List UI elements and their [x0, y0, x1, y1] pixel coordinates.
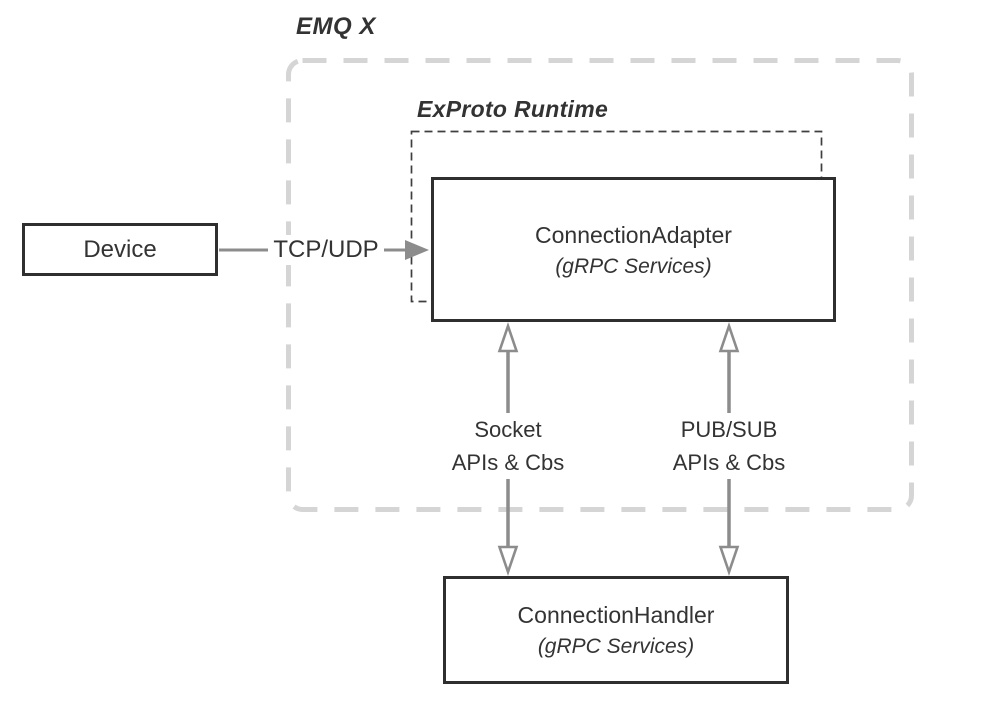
- pubsub-edge-label: PUB/SUB APIs & Cbs: [657, 413, 801, 479]
- connection-handler-label: ConnectionHandler: [517, 602, 715, 628]
- connection-handler-sublabel: (gRPC Services): [537, 635, 695, 658]
- pubsub-edge-label-line1: PUB/SUB: [680, 417, 778, 442]
- connection-handler-node: ConnectionHandler (gRPC Services): [443, 576, 789, 684]
- emqx-title: EMQ X: [296, 13, 376, 40]
- socket-edge-label-line1: Socket: [474, 417, 542, 442]
- emqx-dashed-container: [286, 58, 914, 512]
- connection-adapter-sublabel: (gRPC Services): [555, 254, 712, 278]
- device-node: Device: [22, 223, 218, 276]
- pubsub-edge-label-line2: APIs & Cbs: [672, 450, 786, 475]
- tcp-udp-edge-label: TCP/UDP: [268, 235, 384, 265]
- device-node-label: Device: [83, 235, 157, 263]
- connection-adapter-node: ConnectionAdapter (gRPC Services): [431, 177, 836, 322]
- socket-edge-label: Socket APIs & Cbs: [436, 413, 580, 479]
- socket-edge-label-line2: APIs & Cbs: [451, 450, 565, 475]
- connection-adapter-label: ConnectionAdapter: [535, 221, 732, 248]
- exproto-runtime-title: ExProto Runtime: [417, 96, 609, 122]
